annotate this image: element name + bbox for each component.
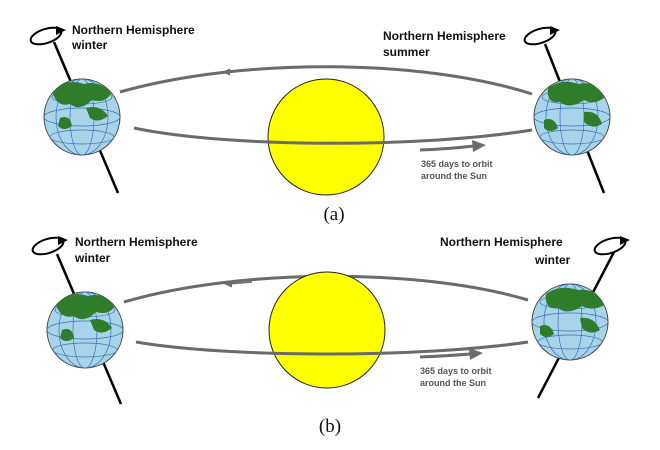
panel-b: Northern Hemisphere winter Northern Hemi… — [31, 235, 630, 437]
orbit-note-b: 365 days to orbit around the Sun — [420, 366, 494, 388]
earth-right-a — [523, 26, 611, 194]
orbit-note-a: 365 days to orbit around the Sun — [421, 159, 495, 181]
panel-label-b: (b) — [319, 416, 341, 437]
earth-right-b — [531, 236, 630, 399]
sun-icon — [267, 78, 385, 196]
panel-label-a: (a) — [323, 204, 344, 225]
orbit-front-arc — [133, 126, 533, 145]
earth-left-b — [31, 236, 124, 405]
orbit-arrow-icon — [224, 280, 253, 288]
orbit-front-arc — [135, 340, 529, 356]
rotation-arrow-icon — [29, 26, 66, 46]
left-earth-label-a: Northern Hemisphere winter — [71, 23, 198, 52]
orbit-arrow-icon — [419, 348, 483, 360]
right-earth-label-a: Northern Hemisphere summer — [383, 29, 509, 59]
earth-left-a — [29, 26, 121, 194]
rotation-arrow-icon — [523, 26, 560, 46]
rotation-arrow-icon — [593, 236, 630, 256]
left-earth-label-b: Northern Hemisphere winter — [74, 235, 201, 265]
earth-icon — [533, 78, 611, 156]
orbit-back-arc — [119, 65, 533, 96]
panel-a: Northern Hemisphere winter Northern Hemi… — [29, 23, 611, 225]
orbit-arrow-icon — [222, 68, 251, 76]
earth-icon — [43, 78, 121, 156]
rotation-arrow-icon — [31, 236, 68, 256]
right-earth-label-b: Northern Hemisphere winter — [440, 235, 571, 267]
earth-icon — [531, 283, 609, 361]
orbit-arrow-icon — [419, 140, 486, 152]
earth-icon — [46, 291, 124, 369]
sun-icon — [268, 271, 386, 389]
